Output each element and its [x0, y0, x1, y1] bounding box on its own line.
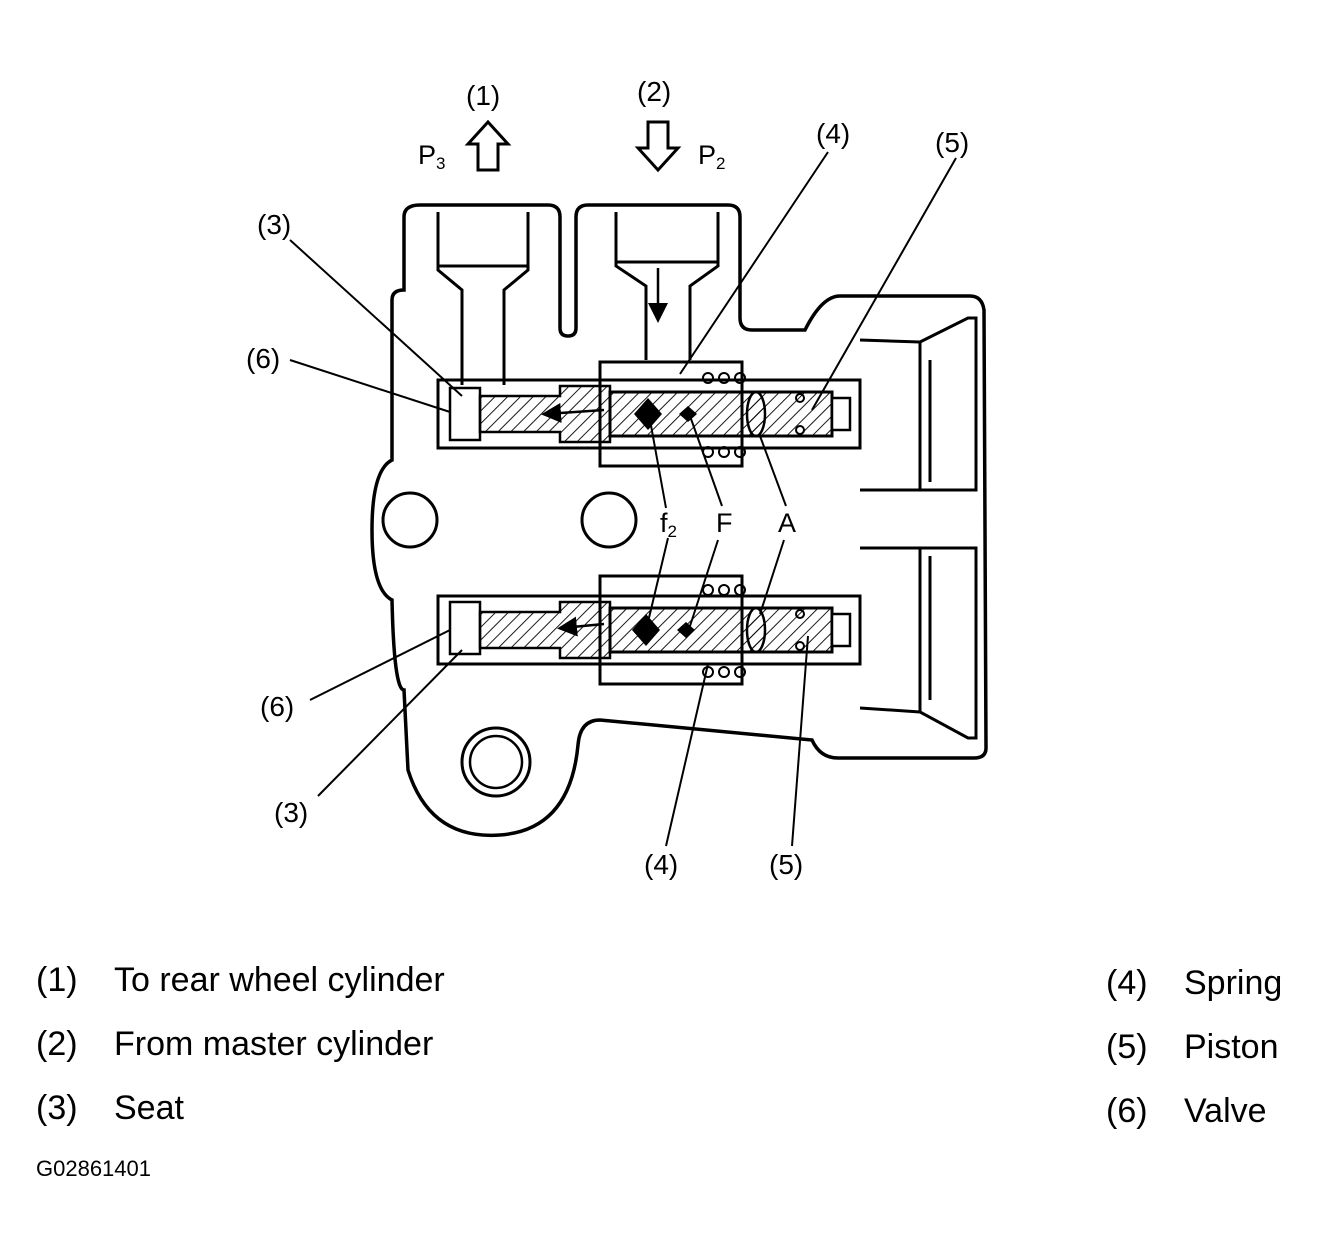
callout-4-bot: (4)	[644, 849, 678, 880]
leader-6-top	[289, 359, 451, 413]
legend-item-4: (4) Spring	[1106, 964, 1282, 1003]
callout-3-top: (3)	[257, 209, 291, 240]
upper-valve-body	[448, 386, 482, 442]
leader-f2	[649, 419, 667, 509]
lower-valve-assembly	[436, 574, 862, 686]
leader-lines	[289, 151, 957, 847]
upper-valve-assembly	[436, 360, 862, 468]
lower-valve-stem	[478, 600, 612, 660]
legend-item-1: (1) To rear wheel cylinder	[36, 961, 445, 1000]
upper-bore	[436, 378, 862, 450]
upper-piston-cap	[830, 396, 852, 432]
lower-spring	[702, 584, 805, 678]
callout-6-bot: (6)	[260, 691, 294, 722]
legend-item-6: (6) Valve	[1106, 1092, 1267, 1131]
mounting-hole-bracket-inner	[468, 734, 524, 790]
leader-4-bot	[665, 663, 709, 847]
symbol-F: F	[716, 508, 733, 538]
outlet-flow-up-arrow	[464, 119, 512, 172]
callout-1: (1)	[466, 80, 500, 111]
leader-6-bot	[309, 629, 451, 701]
legend-num: (4)	[1106, 964, 1148, 1002]
callout-5-bot: (5)	[769, 849, 803, 880]
leader-5-top	[811, 157, 957, 411]
leader-5-bot	[791, 635, 809, 847]
valve-body	[370, 203, 988, 838]
upper-spring	[702, 372, 805, 458]
callout-2: (2)	[637, 76, 671, 107]
figure-code: G02861401	[36, 1156, 151, 1181]
legend-text: Valve	[1184, 1092, 1267, 1130]
symbol-f2: f2	[660, 508, 677, 541]
upper-area-lens	[745, 390, 767, 438]
legend-text: Spring	[1184, 964, 1283, 1002]
leader-4-top	[679, 151, 829, 375]
end-plug	[859, 316, 978, 740]
legend-text: Piston	[1184, 1028, 1279, 1066]
upper-diamond	[634, 398, 662, 430]
pressure-p3: P3	[418, 140, 445, 173]
leader-A	[759, 435, 787, 507]
callout-5-top: (5)	[935, 127, 969, 158]
legend-item-2: (2) From master cylinder	[36, 1025, 433, 1064]
callout-3-bot: (3)	[274, 797, 308, 828]
legend-item-5: (5) Piston	[1106, 1028, 1279, 1067]
lower-piston-cap	[830, 612, 852, 648]
leader-F-bot	[689, 539, 719, 627]
mounting-hole-left	[381, 491, 439, 549]
lower-valve-body	[448, 600, 482, 656]
pressure-p2: P2	[698, 140, 725, 173]
legend-num: (1)	[36, 961, 78, 999]
upper-valve-stem	[478, 384, 612, 444]
mounting-hole-bracket	[460, 726, 532, 798]
lower-diamond	[632, 614, 660, 646]
lower-bore	[436, 594, 862, 666]
leader-3-bot	[317, 649, 463, 797]
outlet-port	[436, 212, 530, 385]
legend-num: (2)	[36, 1025, 78, 1063]
leader-F	[689, 415, 723, 507]
mounting-hole-center	[580, 491, 638, 549]
legend-text: To rear wheel cylinder	[114, 961, 445, 999]
legend-text: Seat	[114, 1089, 184, 1127]
inlet-port	[614, 212, 720, 360]
leader-f2-bot	[647, 537, 669, 623]
upper-diamond-small	[679, 406, 697, 422]
symbol-A: A	[778, 508, 796, 538]
lower-area-lens	[745, 606, 767, 654]
legend-num: (5)	[1106, 1028, 1148, 1066]
legend-item-3: (3) Seat	[36, 1089, 184, 1128]
inlet-flow-down-arrow	[634, 120, 682, 173]
callout-6-top: (6)	[246, 343, 280, 374]
callout-4-top: (4)	[816, 118, 850, 149]
leader-3-top	[289, 239, 463, 397]
lower-flow-arrow	[557, 616, 605, 637]
legend-num: (3)	[36, 1089, 78, 1127]
leader-A-bot	[759, 539, 785, 615]
legend-num: (6)	[1106, 1092, 1148, 1130]
upper-flow-arrow	[541, 402, 605, 423]
legend-text: From master cylinder	[114, 1025, 434, 1063]
